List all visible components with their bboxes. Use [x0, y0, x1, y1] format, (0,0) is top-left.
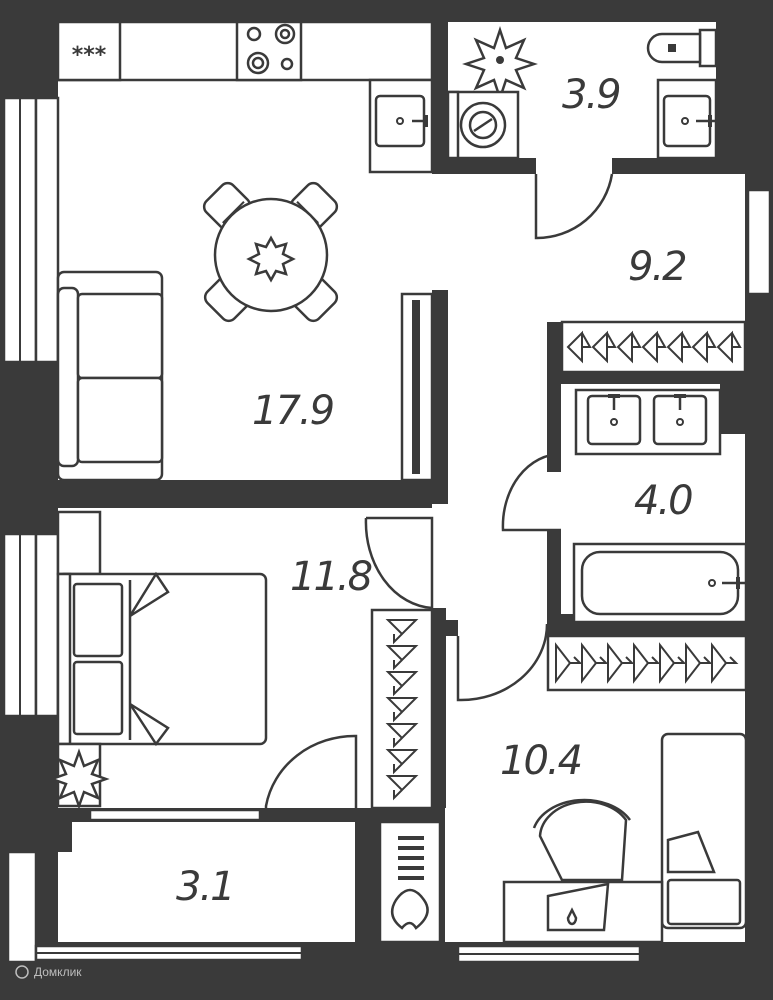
window-icon [2, 96, 60, 364]
window-icon [2, 532, 60, 718]
watermark-text: Домклик [34, 965, 82, 979]
window-icon [88, 808, 262, 822]
dining-table-icon [202, 181, 339, 323]
tv-stand-icon [400, 292, 434, 482]
room-area-hall-south: 10.4 [500, 738, 581, 784]
stove-icon [235, 20, 303, 82]
door-icon [456, 623, 549, 702]
wardrobe-icon [370, 608, 434, 810]
room-area-hall-north: 9.2 [628, 244, 686, 290]
bedside-table-icon [56, 510, 102, 576]
room-area-living-kitchen: 17.9 [252, 388, 333, 434]
room-area-labels: 17.9 3.9 9.2 4.0 11.8 10.4 3.1 [176, 72, 694, 910]
sink-icon [656, 78, 718, 160]
plant-icon [462, 26, 538, 102]
bed-icon [56, 571, 268, 747]
washing-machine-icon [446, 90, 520, 160]
watermark: Домклик [15, 965, 82, 979]
room-area-bedroom: 11.8 [290, 554, 372, 600]
plant-icon [48, 742, 110, 810]
room-area-wc: 3.9 [562, 72, 620, 118]
window-icon [746, 188, 772, 296]
window-icon [6, 850, 304, 964]
sink-icon [374, 94, 428, 148]
cooktop-icon: *** [56, 20, 122, 82]
bathtub-icon [572, 542, 748, 624]
door-icon [364, 516, 434, 610]
toilet-icon [646, 28, 718, 68]
cooktop-label: *** [72, 43, 107, 68]
door-icon [264, 734, 358, 822]
radiator-icon [378, 820, 442, 944]
door-icon [501, 452, 562, 532]
window-icon [456, 944, 642, 964]
armchair-icon [532, 798, 632, 882]
single-bed-icon [660, 732, 748, 930]
double-sink-icon [574, 388, 722, 456]
door-icon [534, 173, 614, 240]
wardrobe-icon [546, 634, 748, 692]
room-area-bathroom: 4.0 [634, 478, 692, 524]
desk-icon [502, 880, 664, 944]
wardrobe-icon [560, 320, 747, 374]
sofa-icon [56, 270, 164, 482]
floor [58, 22, 745, 942]
room-area-balcony: 3.1 [176, 864, 234, 910]
